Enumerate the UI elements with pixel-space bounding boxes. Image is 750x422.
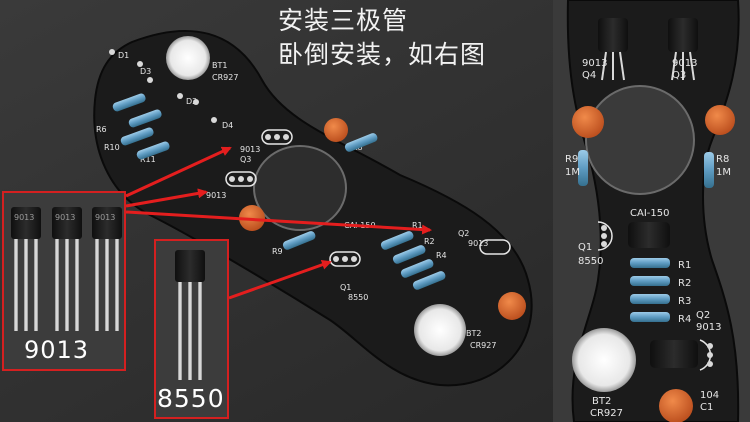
indicator-arrows — [125, 146, 432, 300]
silk-r9: R9 — [272, 247, 283, 256]
silk-r3-r: R3 — [678, 296, 691, 307]
silk-r8-r: R8 — [716, 154, 729, 165]
silk-q1-model-r: 8550 — [578, 256, 603, 267]
silk-1m-a: 1M — [565, 167, 580, 178]
silk-r1: R1 — [412, 221, 423, 230]
silk-bt2: BT2 — [466, 329, 481, 338]
silk-q4-ref-r: Q4 — [582, 70, 596, 81]
silk-d4: D4 — [222, 121, 233, 130]
silk-q4-model: 9013 — [206, 191, 226, 200]
silk-r2-r: R2 — [678, 278, 691, 289]
silk-c1-r: C1 — [700, 402, 713, 413]
silk-q2-ref-r: Q2 — [696, 310, 710, 321]
silk-bt1: BT1 — [212, 61, 227, 70]
silk-q1-ref-r: Q1 — [578, 242, 592, 253]
silk-r9-r: R9 — [565, 154, 578, 165]
silk-q1-ref: Q1 — [340, 283, 351, 292]
silk-q1-model: 8550 — [348, 293, 368, 302]
silk-r4: R4 — [436, 251, 447, 260]
silk-q2-ref: Q2 — [458, 229, 469, 238]
silk-1m-b: 1M — [716, 167, 731, 178]
silk-r4-r: R4 — [678, 314, 691, 325]
silk-cr927-r: CR927 — [590, 408, 623, 419]
silk-d3: D3 — [140, 67, 151, 76]
part-label-9013: 9013 — [24, 336, 90, 364]
silk-104-r: 104 — [700, 390, 719, 401]
caption-line-2: 卧倒安装，如右图 — [278, 40, 487, 69]
part-box-9013 — [2, 191, 126, 371]
silk-r6: R6 — [96, 125, 107, 134]
mark-t1: 9013 — [14, 213, 34, 222]
silk-r2: R2 — [424, 237, 435, 246]
transistor-group-9013: 9013 9013 9013 — [4, 193, 124, 369]
silk-q3-ref: Q3 — [240, 155, 251, 164]
transistor-group-8550 — [156, 241, 227, 417]
silk-d2: D2 — [186, 97, 197, 106]
silk-cr927-a: CR927 — [212, 73, 238, 82]
silk-d1: D1 — [118, 51, 129, 60]
part-box-8550 — [154, 239, 229, 419]
silk-q2-model: 9013 — [468, 239, 488, 248]
part-label-8550: 8550 — [157, 384, 225, 413]
silk-q3-model-r: 9013 — [672, 58, 697, 69]
caption-line-1: 安装三极管 — [278, 6, 409, 35]
silk-q4-model-r: 9013 — [582, 58, 607, 69]
silk-cap-label-r: CAI-150 — [630, 208, 669, 219]
silk-r11: R11 — [140, 155, 156, 164]
mark-t2: 9013 — [55, 213, 75, 222]
silk-q3-ref-r: Q3 — [672, 70, 686, 81]
silk-q3-model: 9013 — [240, 145, 260, 154]
silk-r1-r: R1 — [678, 260, 691, 271]
right-pcb: 9013 Q4 9013 Q3 R9 1M R8 1M CAI-150 Q1 8… — [553, 0, 750, 422]
silk-r10: R10 — [104, 143, 120, 152]
silk-q2-model-r: 9013 — [696, 322, 721, 333]
silk-bt2-r: BT2 — [592, 396, 611, 407]
mark-t3: 9013 — [95, 213, 115, 222]
silk-cr927-b: CR927 — [470, 341, 496, 350]
left-pcb: D1 D3 D2 D4 BT1 CR927 R6 R10 R11 9013 Q3… — [93, 30, 533, 387]
